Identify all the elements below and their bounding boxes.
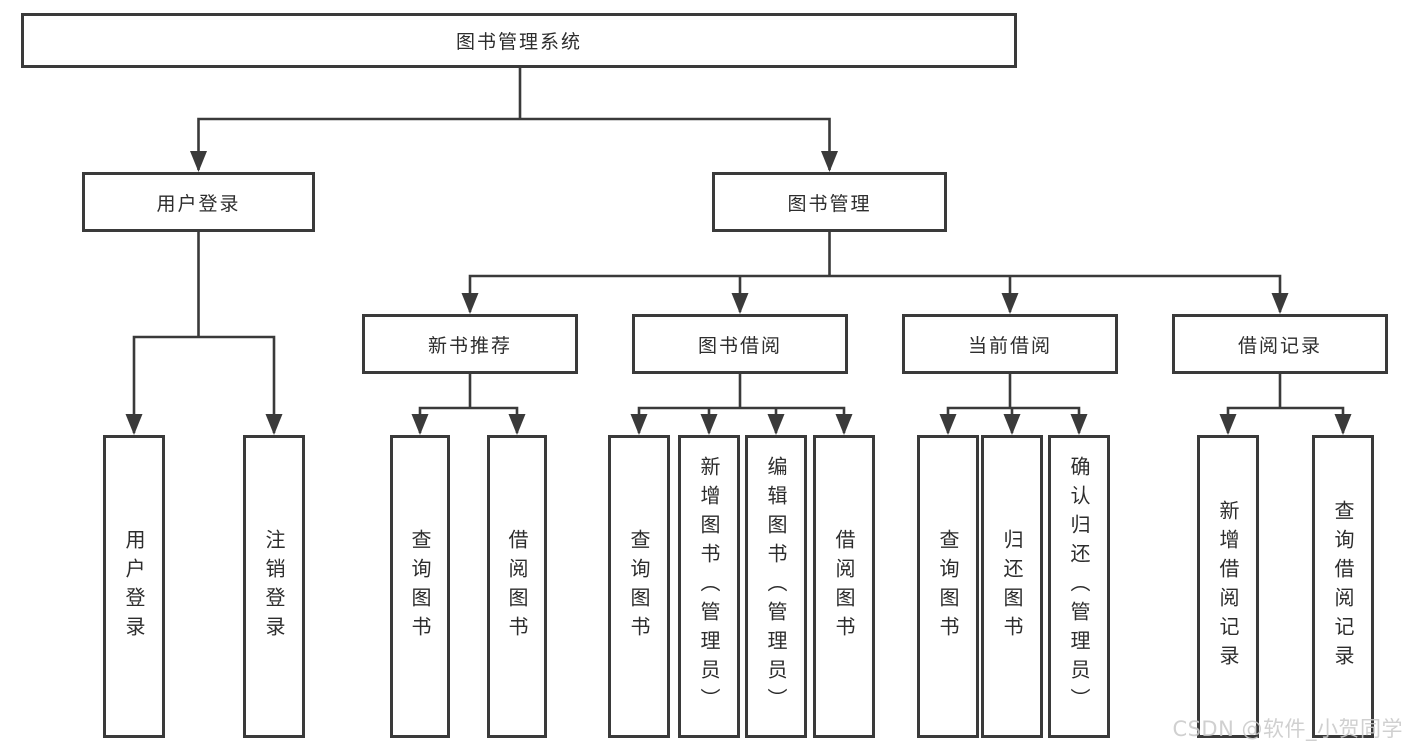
node-leaf-return-books: 归还图书	[981, 435, 1043, 738]
node-book-borrowing: 图书借阅	[632, 314, 848, 374]
node-label: 新增借阅记录	[1216, 499, 1240, 674]
node-label: 借阅图书	[832, 528, 856, 645]
node-leaf-add-borrow-record: 新增借阅记录	[1197, 435, 1259, 738]
node-leaf-query-books-recommend: 查询图书	[390, 435, 450, 738]
node-label: 确认归还（管理员）	[1067, 456, 1091, 717]
node-label: 用户登录	[122, 528, 146, 645]
node-label: 编辑图书（管理员）	[764, 456, 788, 717]
node-label: 查询图书	[936, 528, 960, 645]
node-label: 图书借阅	[697, 334, 782, 357]
node-current-borrowing: 当前借阅	[902, 314, 1118, 374]
node-leaf-confirm-return-admin: 确认归还（管理员）	[1048, 435, 1110, 738]
node-label: 图书管理	[787, 192, 872, 215]
node-label: 新书推荐	[427, 334, 512, 357]
node-leaf-query-books-current: 查询图书	[917, 435, 979, 738]
node-leaf-query-books-borrowing: 查询图书	[608, 435, 670, 738]
node-label: 归还图书	[1000, 528, 1024, 645]
node-label: 借阅记录	[1237, 334, 1322, 357]
node-leaf-borrow-books: 借阅图书	[813, 435, 875, 738]
node-label: 新增图书（管理员）	[697, 456, 721, 717]
node-leaf-query-borrow-record: 查询借阅记录	[1312, 435, 1374, 738]
node-user-login: 用户登录	[82, 172, 315, 232]
arrowheads	[125, 151, 1352, 435]
node-label: 查询图书	[627, 528, 651, 645]
node-leaf-user-login: 用户登录	[103, 435, 165, 738]
csdn-watermark: CSDN @软件_小贺同学	[1172, 717, 1403, 741]
node-label: 查询图书	[408, 528, 432, 645]
node-borrowing-records: 借阅记录	[1172, 314, 1388, 374]
node-leaf-logout: 注销登录	[243, 435, 305, 738]
node-label: 图书管理系统	[455, 31, 582, 53]
node-label: 注销登录	[262, 528, 286, 645]
node-label: 借阅图书	[505, 528, 529, 645]
node-label: 用户登录	[156, 192, 241, 215]
node-leaf-add-books-admin: 新增图书（管理员）	[678, 435, 740, 738]
node-label: 当前借阅	[967, 334, 1052, 357]
node-book-management: 图书管理	[712, 172, 947, 232]
node-leaf-borrow-books-recommend: 借阅图书	[487, 435, 547, 738]
node-new-book-recommendation: 新书推荐	[362, 314, 578, 374]
node-library-management-system: 图书管理系统	[21, 13, 1017, 68]
node-label: 查询借阅记录	[1331, 499, 1355, 674]
node-leaf-edit-books-admin: 编辑图书（管理员）	[745, 435, 807, 738]
